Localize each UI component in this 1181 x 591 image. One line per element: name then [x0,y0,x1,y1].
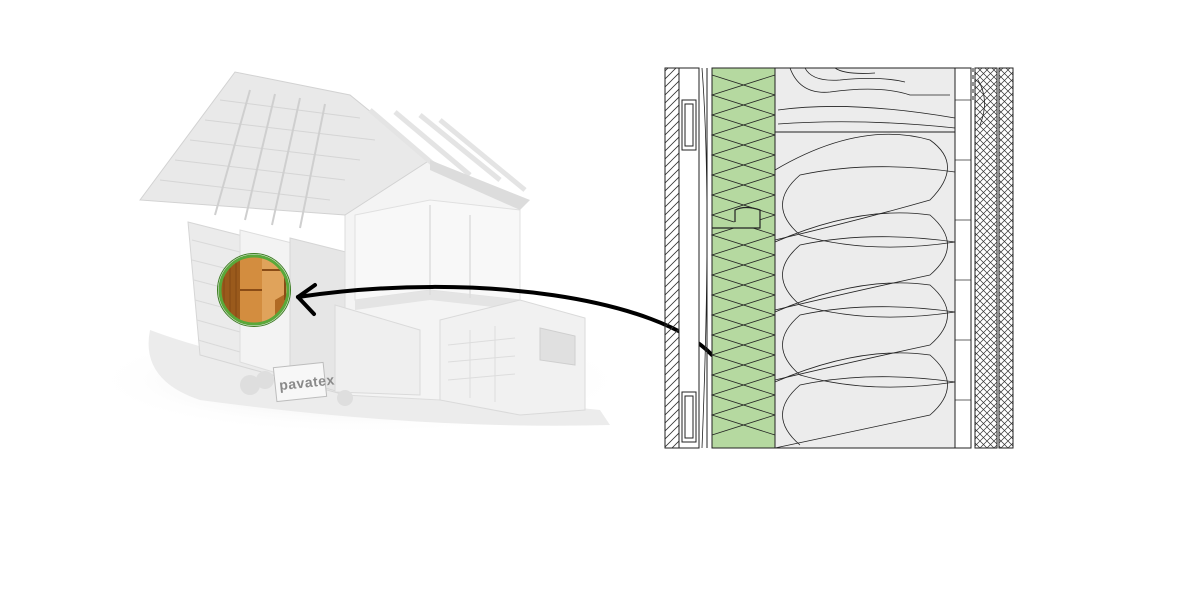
shrubs [240,371,353,406]
house-illustration: pavatex [90,71,630,435]
rafters [368,108,527,192]
logo-sign: pavatex [272,361,335,403]
callout-wood-fiber-detail [221,257,287,323]
floor-slab [355,290,520,310]
cavity-insulation [774,67,956,449]
roof-battens [214,89,326,229]
stairs [334,304,421,396]
logo-text: pavatex [278,371,335,393]
block-wall [447,326,516,402]
lower-extension [439,299,586,416]
outer-cladding [664,67,680,449]
interior-lining [974,67,998,449]
inner-board-joints [955,99,971,401]
interior-finish [998,67,1014,449]
inner-board [954,67,972,449]
tongue-groove-joint [712,206,761,229]
roof-tiles [159,99,376,201]
magnifier-circle-icon [217,253,291,327]
timber-grain [777,67,956,129]
batt-insulation-loops [774,133,956,449]
battens [678,67,700,449]
extension-window [539,327,576,366]
roof-eave [430,160,530,210]
callout-ring [218,254,290,326]
interior-walls [429,205,471,298]
wall-section-drawing [664,67,1014,449]
